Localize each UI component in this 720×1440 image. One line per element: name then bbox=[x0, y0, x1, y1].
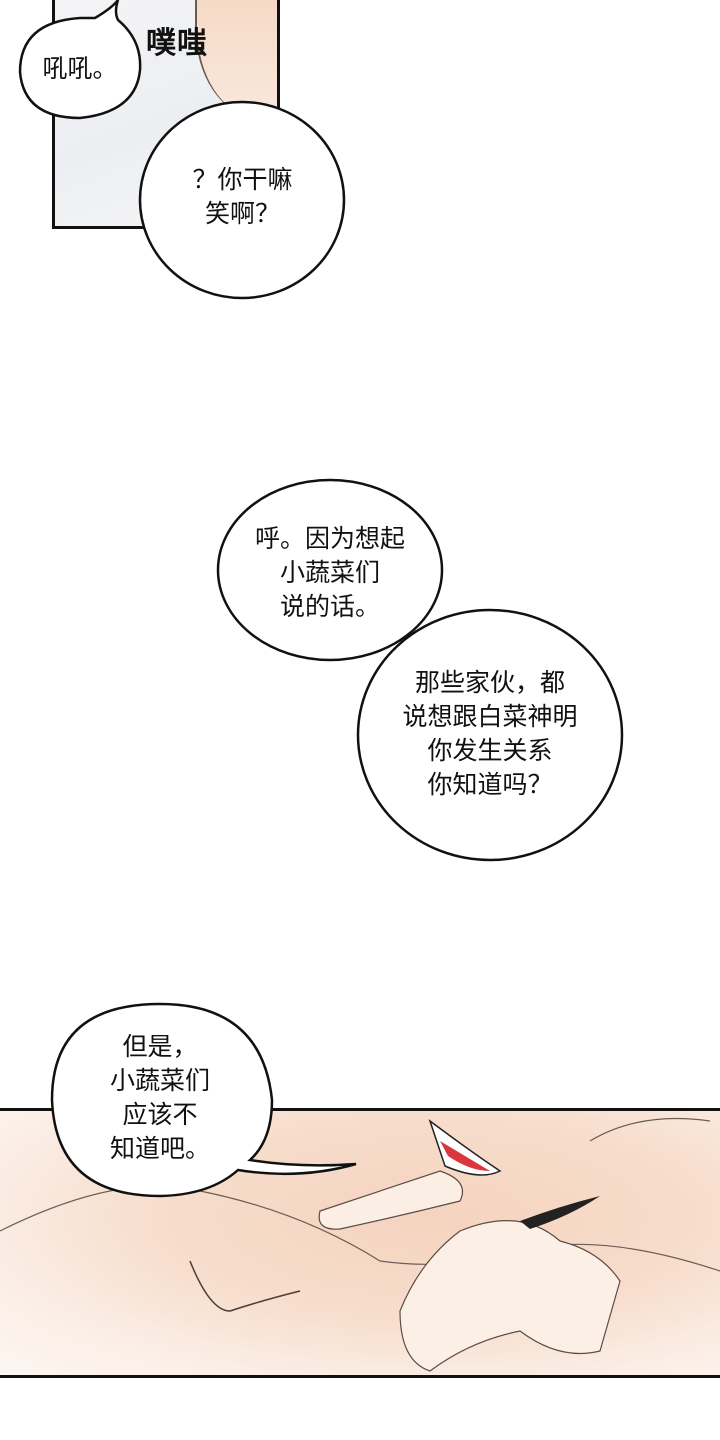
speech-line: 说想跟白菜神明 bbox=[402, 702, 578, 731]
speech-bubble-hoho bbox=[18, 0, 142, 120]
speech-line: 说的话。 bbox=[279, 592, 380, 621]
speech-line: ？你干嘛 bbox=[192, 165, 293, 194]
character-hands-art bbox=[0, 1117, 720, 1372]
speech-bubble-dont-know bbox=[50, 1002, 357, 1198]
speech-line: 但是， bbox=[122, 1032, 198, 1061]
speech-bubble-why-laugh bbox=[138, 100, 346, 300]
speech-line: 应该不 bbox=[122, 1100, 198, 1129]
speech-text-those-guys: 那些家伙，都 说想跟白菜神明 你发生关系 你知道吗？ bbox=[375, 666, 605, 802]
speech-bubble-those-guys bbox=[356, 608, 624, 862]
sound-effect-text: 噗嗤 bbox=[146, 26, 208, 61]
speech-line: 小蔬菜们 bbox=[279, 558, 380, 587]
comic-panel-bottom bbox=[0, 1108, 720, 1378]
speech-line: 知道吧。 bbox=[109, 1134, 210, 1163]
speech-bubble-vegetables-said bbox=[216, 478, 444, 662]
speech-text-why-laugh: ？你干嘛 笑啊？ bbox=[150, 163, 335, 231]
speech-text-vegetables-said: 呼。因为想起 小蔬菜们 说的话。 bbox=[230, 522, 430, 624]
speech-line: 呼。因为想起 bbox=[254, 524, 405, 553]
speech-line: 笑啊？ bbox=[204, 199, 280, 228]
speech-text-dont-know: 但是， 小蔬菜们 应该不 知道吧。 bbox=[90, 1030, 230, 1166]
speech-line: 你发生关系 bbox=[427, 736, 553, 765]
speech-line: 小蔬菜们 bbox=[109, 1066, 210, 1095]
speech-text-hoho: 吼吼。 bbox=[42, 54, 118, 83]
speech-line: 你知道吗？ bbox=[427, 770, 553, 799]
speech-line: 那些家伙，都 bbox=[414, 668, 565, 697]
